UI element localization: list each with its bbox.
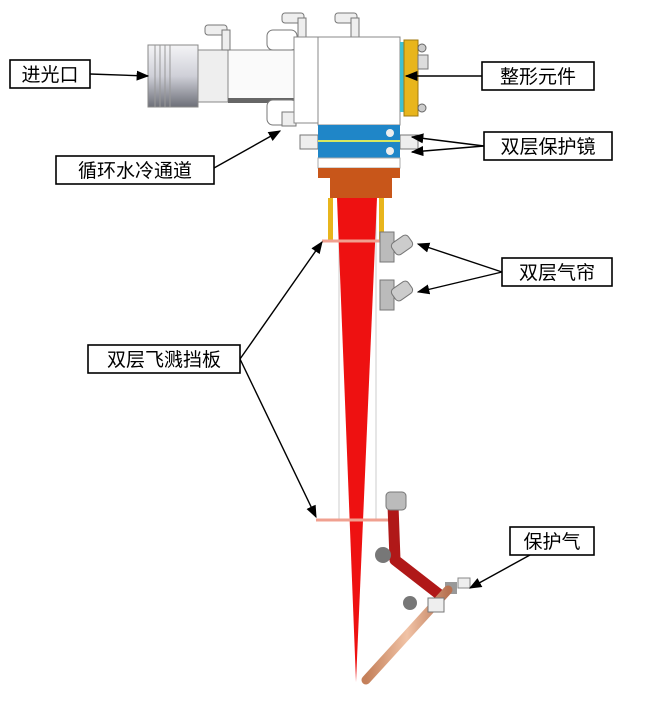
protective-lens-stack (317, 125, 401, 169)
label-double-air-curtain: 双层气帘 (501, 257, 613, 287)
label-double-protective-lens: 双层保护镜 (483, 131, 613, 161)
label-light-inlet: 进光口 (9, 59, 91, 89)
water-fittings (204, 12, 419, 150)
cooling-block (318, 168, 400, 240)
label-text: 双层飞溅挡板 (107, 349, 221, 371)
leader-lines (89, 70, 531, 589)
label-shielding-gas: 保护气 (509, 526, 595, 556)
label-text: 保护气 (523, 531, 580, 553)
label-text: 循环水冷通道 (78, 160, 192, 182)
light-inlet-connector (147, 44, 299, 108)
shielding-gas-arm (361, 491, 471, 685)
label-text: 整形元件 (500, 66, 576, 88)
label-text: 进光口 (21, 64, 78, 86)
label-text: 双层保护镜 (500, 136, 595, 158)
main-housing (293, 36, 429, 126)
air-curtain-nozzles (379, 231, 414, 311)
laser-beam (337, 198, 377, 682)
label-water-cooling-channel: 循环水冷通道 (55, 155, 215, 185)
label-double-splash-baffle: 双层飞溅挡板 (87, 344, 241, 374)
label-shaping-element: 整形元件 (481, 61, 595, 91)
label-text: 双层气帘 (519, 262, 595, 284)
